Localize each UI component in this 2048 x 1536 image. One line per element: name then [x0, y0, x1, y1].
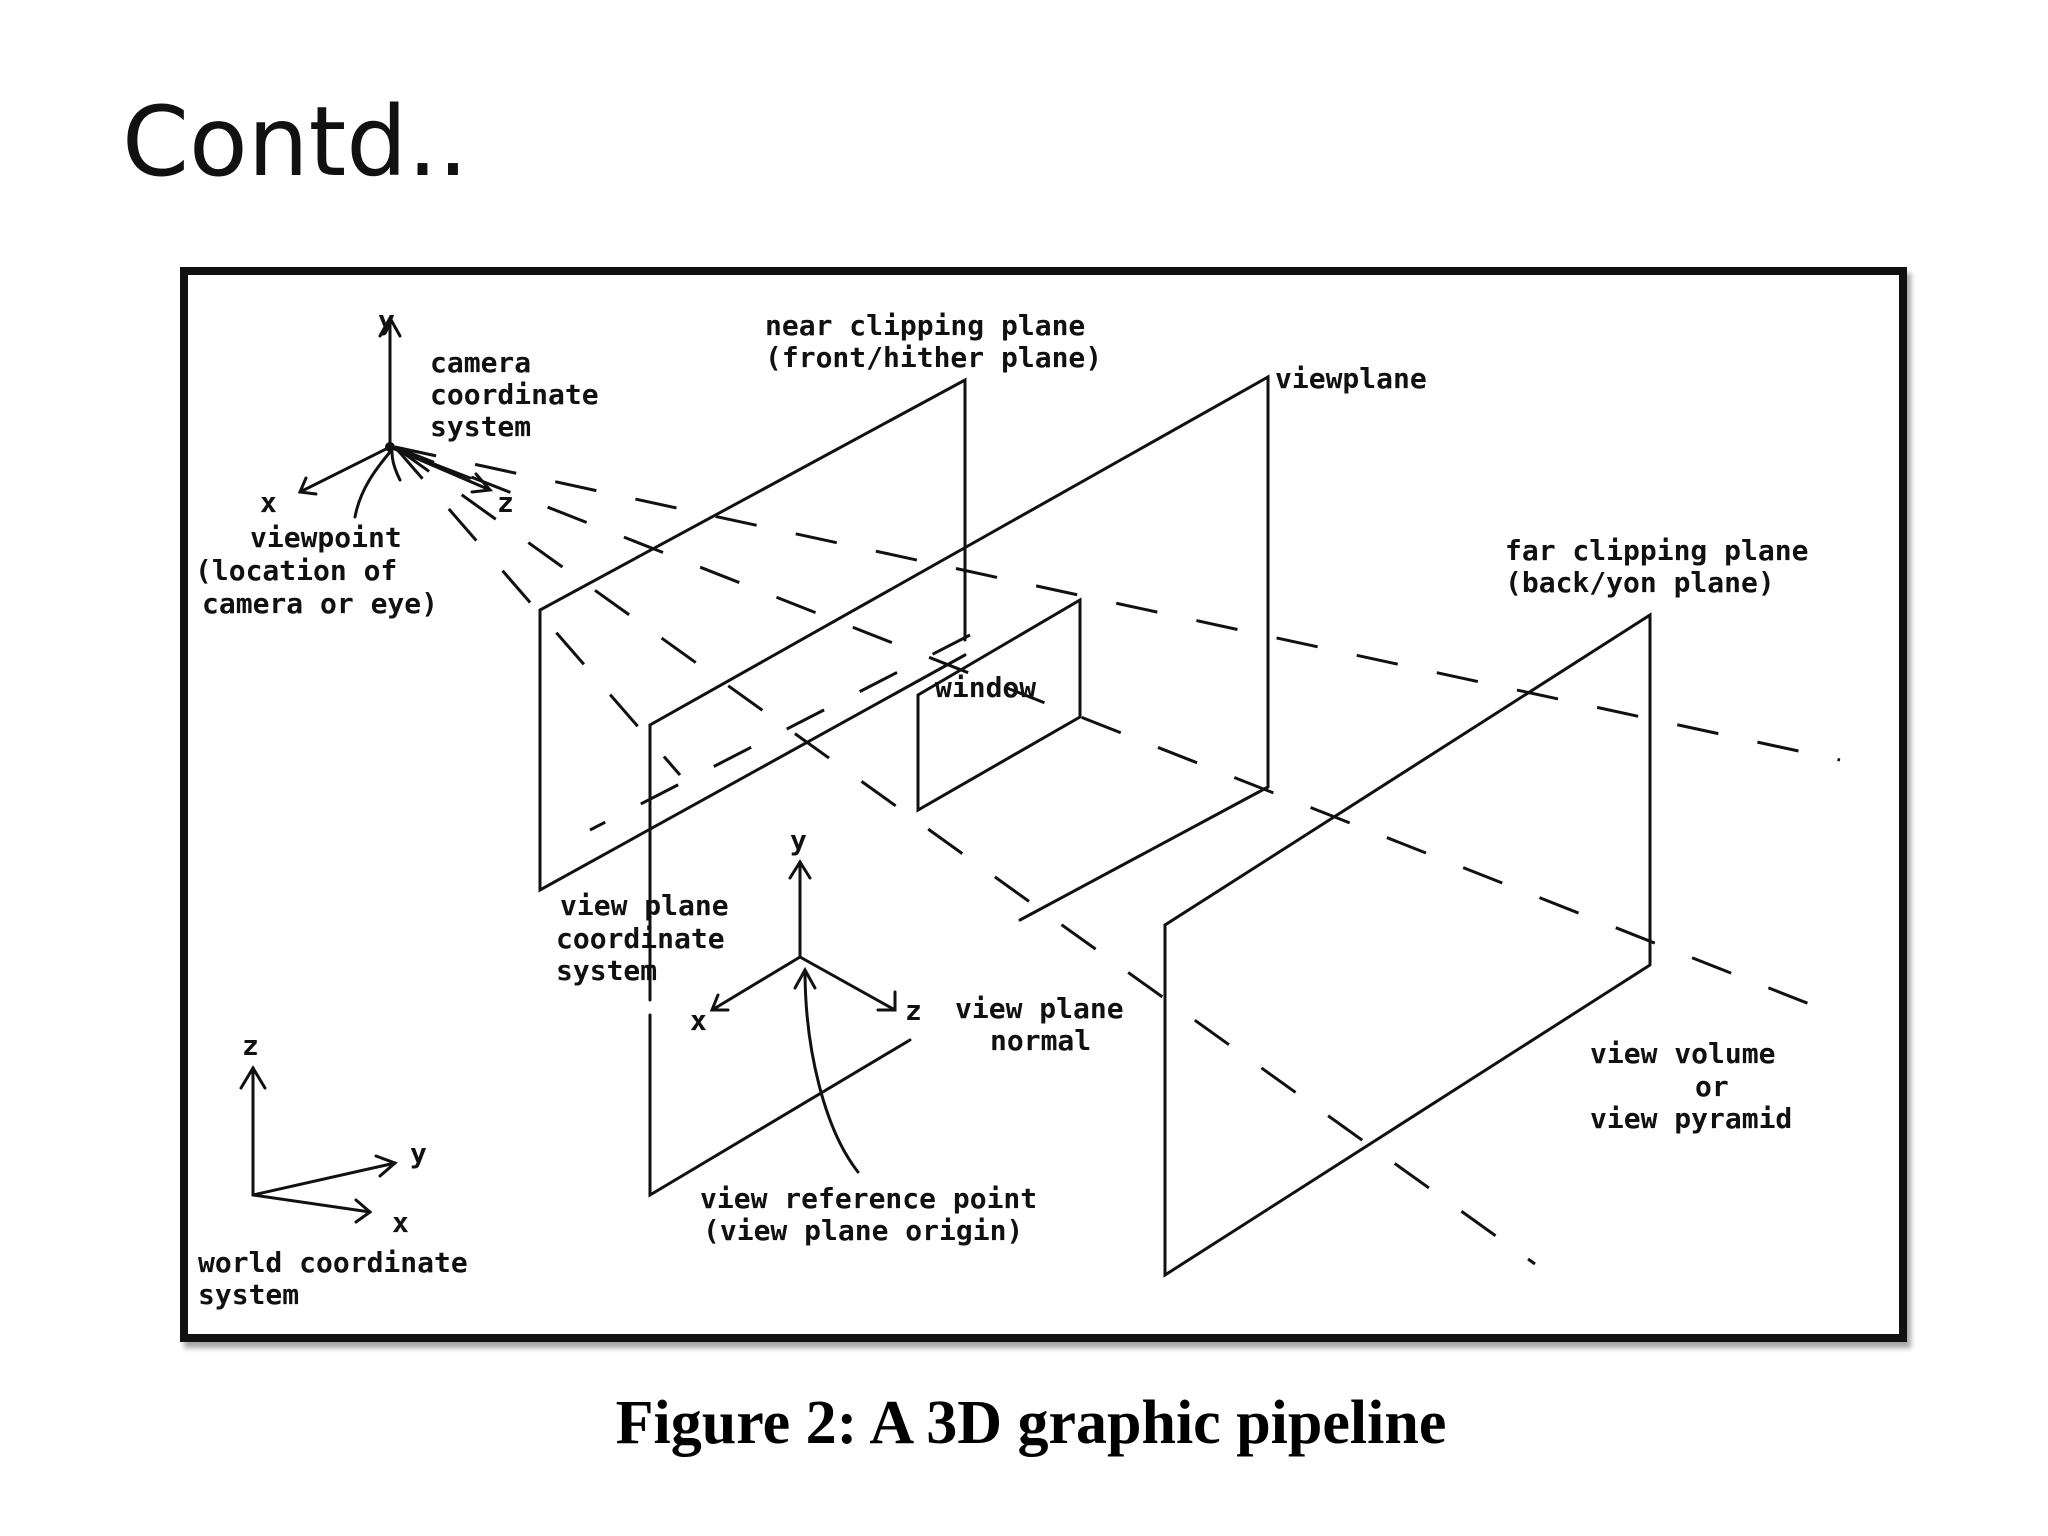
vp-x-arrowhead: [709, 993, 730, 1012]
view-volume-edges: [393, 445, 1841, 1266]
near-plane-label-line-2: (front/hither plane): [765, 341, 1102, 374]
viewpoint-pointer-2: [390, 450, 402, 482]
viewplane-bottom-edge: [1018, 785, 1270, 922]
far-clipping-plane: [1163, 612, 1652, 1278]
view-plane: [648, 374, 1270, 1198]
viewpoint-label-line-1: viewpoint: [250, 521, 402, 554]
camera-x-arrowhead: [297, 476, 318, 496]
viewpoint-label-line-2: (location of: [195, 554, 397, 587]
near-plane-label-line-1: near clipping plane: [765, 309, 1085, 342]
world-y-axis: [251, 1161, 397, 1197]
volume-edge-lower: [394, 445, 1536, 1266]
window-label: window: [935, 671, 1036, 704]
camera-label-line-2: coordinate: [430, 378, 599, 411]
vp-normal-label-line-2: normal: [990, 1024, 1091, 1057]
view-volume-label-line-3: view pyramid: [1590, 1102, 1792, 1135]
view-volume-label-line-2: or: [1695, 1070, 1729, 1103]
world-x-axis: [251, 1193, 372, 1214]
vp-normal-label-line-1: view plane: [955, 992, 1124, 1025]
viewplane-lower-left: [648, 1013, 912, 1198]
camera-y-label: y: [378, 304, 395, 337]
world-z-label: z: [242, 1029, 259, 1062]
vp-z-label: z: [905, 994, 922, 1027]
viewplane-outline: [648, 374, 1270, 1002]
world-x-label: x: [392, 1206, 409, 1239]
vrp-label-line-2: (view plane origin): [703, 1214, 1023, 1247]
vp-coord-label-line-3: system: [556, 954, 657, 987]
vp-coord-label-line-2: coordinate: [556, 922, 725, 955]
vp-y-arrowhead: [788, 859, 812, 880]
volume-edge-cross: [589, 633, 971, 832]
camera-coordinate-axes: y x z: [260, 304, 514, 519]
camera-x-label: x: [260, 486, 277, 519]
near-clipping-plane: [538, 377, 967, 893]
vrp-label-line-1: view reference point: [700, 1182, 1037, 1215]
world-z-arrowhead: [239, 1065, 267, 1090]
viewplane-label: viewplane: [1275, 362, 1427, 395]
camera-z-label: z: [497, 486, 514, 519]
vp-coord-label-line-1: view plane: [560, 889, 729, 922]
far-plane-label-line-1: far clipping plane: [1505, 534, 1808, 567]
volume-edge-upper: [394, 445, 1841, 1018]
vp-x-label: x: [690, 1004, 707, 1037]
far-plane-outline: [1163, 612, 1652, 1278]
volume-edge-left: [393, 446, 682, 776]
camera-label-line-1: camera: [430, 346, 531, 379]
world-x-arrowhead: [354, 1198, 373, 1224]
camera-y-arrowhead: [378, 314, 402, 338]
near-plane-outline: [538, 377, 967, 893]
camera-z-ray: [388, 445, 472, 480]
camera-x-axis: [298, 445, 392, 494]
vp-z-axis: [798, 955, 897, 1012]
window-rect: [916, 597, 1082, 813]
world-y-arrowhead: [374, 1154, 398, 1178]
viewpoint-pointer: [353, 450, 392, 519]
camera-origin-dot: [385, 442, 395, 452]
viewpoint-label-line-3: camera or eye): [202, 587, 438, 620]
world-label-line-1: world coordinate: [198, 1246, 468, 1279]
world-y-label: y: [410, 1137, 427, 1170]
view-volume-label-line-1: view volume: [1590, 1037, 1775, 1070]
camera-label-line-3: system: [430, 410, 531, 443]
vrp-pointer: [803, 968, 860, 1174]
diagram-frame: [180, 267, 1907, 1342]
vp-z-arrowhead: [876, 990, 897, 1012]
slide-title: Contd..: [122, 86, 469, 198]
vp-y-label: y: [790, 824, 807, 857]
world-coordinate-axes: z y x: [239, 1029, 427, 1239]
view-plane-coordinate-axes: y x z: [690, 824, 922, 1174]
figure-caption: Figure 2: A 3D graphic pipeline: [615, 1389, 1447, 1457]
window-outline: [916, 597, 1082, 813]
world-label-line-2: system: [198, 1278, 299, 1311]
volume-edge-top: [394, 445, 1841, 762]
vrp-pointer-arrowhead: [793, 966, 817, 990]
vp-x-axis: [710, 955, 802, 1012]
camera-z-arrowhead: [470, 472, 494, 494]
far-plane-label-line-2: (back/yon plane): [1505, 566, 1775, 599]
